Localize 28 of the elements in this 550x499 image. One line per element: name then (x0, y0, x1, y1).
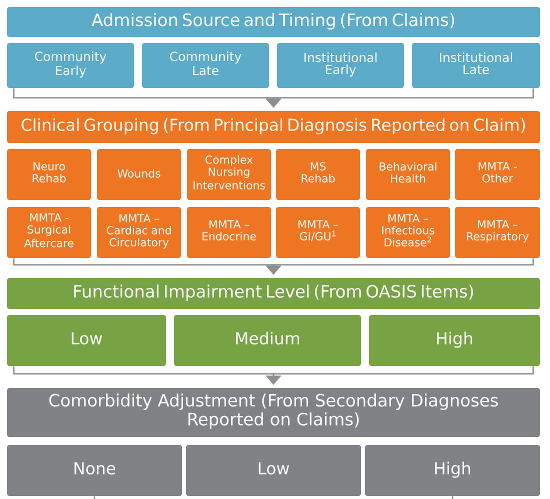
header-band: Clinical Grouping (From Principal Diagnosis Reported on Claim) (7, 111, 540, 143)
header-band: Functional Impairment Level (From OASIS Items) (7, 278, 540, 309)
connector-line (452, 496, 454, 499)
category-box: Community Late (142, 43, 269, 88)
connector-line (94, 496, 96, 499)
category-box: Low (7, 315, 166, 366)
header-band: Comorbidity Adjustment (From Secondary Diagnoses Reported on Claims) (7, 388, 540, 437)
header-band: Admission Source and Timing (From Claims) (7, 7, 540, 37)
category-box: Institutional Early (277, 43, 404, 88)
category-box: MMTA - Other (455, 149, 540, 200)
category-box: Medium (174, 315, 361, 366)
category-box: High (365, 445, 540, 496)
category-box: MMTA – Infectious Disease$^{2}$ (366, 207, 450, 258)
category-box: MMTA - Surgical Aftercare (7, 207, 91, 258)
category-box: None (7, 445, 182, 496)
category-box: Neuro Rehab (7, 149, 91, 200)
category-box: Community Early (7, 43, 134, 88)
category-box: Low (186, 445, 361, 496)
category-box: Institutional Late (412, 43, 540, 88)
category-box: Wounds (97, 149, 181, 200)
category-box: MS Rehab (276, 149, 360, 200)
category-box: MMTA – Respiratory (455, 207, 540, 258)
category-box: MMTA – Endocrine (187, 207, 271, 258)
category-box: MMTA – Cardiac and Circulatory (97, 207, 181, 258)
category-box: MMTA – GI/GU$^{1}$ (276, 207, 360, 258)
category-box: High (369, 315, 540, 366)
category-box: Complex Nursing Interventions (187, 149, 271, 200)
category-box: Behavioral Health (366, 149, 450, 200)
